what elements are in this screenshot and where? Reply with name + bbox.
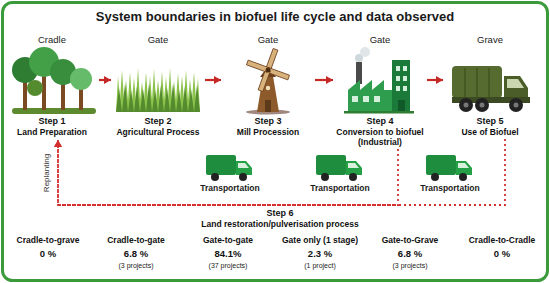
arrow-head: [104, 76, 111, 84]
share-value: 6.8 %: [398, 248, 422, 260]
arrow-head: [214, 76, 221, 84]
step-number: Step 2: [114, 116, 202, 127]
diagram-title: System boundaries in biofuel life cycle …: [0, 9, 550, 25]
icon-space: [114, 46, 202, 114]
step-name: Land Preparation: [8, 127, 96, 137]
edge-label: Replanting: [42, 153, 52, 191]
step-name: Land restoration/pulverisation process: [201, 219, 358, 229]
step-node: GraveStep 5Use of Biofuel: [444, 34, 536, 137]
trees-icon: [12, 47, 96, 114]
step-node: GateStep 2Agricultural Process: [112, 34, 204, 137]
share-value: 0 %: [40, 248, 56, 260]
step-name: Use of Biofuel: [446, 127, 534, 137]
flow-arrow: [205, 76, 221, 84]
arrow-head: [436, 76, 443, 84]
frame: [3, 3, 548, 281]
project-count: (3 projects): [118, 261, 153, 270]
step-node: GateStep 3Mill Procession: [222, 34, 314, 137]
step-number: Step 1: [8, 116, 96, 127]
flow-arrow: [99, 76, 111, 84]
boundary-label: Gate: [336, 34, 424, 46]
return-arrow: [54, 139, 505, 205]
transport-label: Transportation: [420, 183, 480, 193]
arrow-head: [54, 140, 62, 147]
boundary-type: Cradle-to-grave: [17, 235, 80, 246]
project-count: (3 projects): [392, 261, 427, 270]
transport-truck-icon: [426, 155, 472, 181]
boundary-type: Gate-to-Grave: [382, 235, 439, 246]
icon-space: [446, 46, 534, 114]
boundary-type: Cradle-to-gate: [107, 235, 165, 246]
transport-label: Transportation: [200, 183, 260, 193]
project-count: (1 project): [304, 261, 336, 270]
icon-space: [8, 46, 96, 114]
share-value: 6.8 %: [124, 248, 148, 260]
flow-arrow: [427, 76, 443, 84]
icon-space: [224, 46, 312, 114]
arrow-head: [326, 76, 333, 84]
boundary-label: Cradle: [8, 34, 96, 46]
transport-label: Transportation: [310, 183, 370, 193]
step-name: Conversion to biofuel (Industrial): [336, 127, 424, 147]
share-value: 84.1%: [215, 248, 242, 260]
step-node: CradleStep 1Land Preparation: [6, 34, 98, 137]
factory-icon: [344, 47, 414, 114]
transport-truck-icon: [206, 155, 252, 181]
military-truck-icon: [452, 66, 530, 112]
project-count: (37 projects): [209, 261, 248, 270]
icon-space: [336, 46, 424, 114]
boundary-type: Gate only (1 stage): [282, 235, 358, 246]
flow-arrow: [315, 76, 333, 84]
step-number: Step 6: [266, 208, 293, 219]
arrow-head: [54, 140, 62, 147]
mill-icon: [240, 42, 296, 115]
share-value: 2.3 %: [308, 248, 332, 260]
step-number: Step 4: [336, 116, 424, 127]
share-value: 0 %: [494, 248, 510, 260]
boundary-label: Gate: [114, 34, 202, 46]
transport-truck-icon: [316, 155, 362, 181]
boundary-type: Gate-to-gate: [203, 235, 253, 246]
return-arrow: [54, 140, 398, 205]
step-name: Mill Procession: [224, 127, 312, 137]
step-node: GateStep 4Conversion to biofuel (Industr…: [334, 34, 426, 147]
step-name: Agricultural Process: [114, 127, 202, 137]
boundary-label: Grave: [446, 34, 534, 46]
step-number: Step 5: [446, 116, 534, 127]
crop-icon: [116, 68, 200, 112]
dotted-line: [58, 140, 398, 205]
boundary-type: Cradle-to-Cradle: [469, 235, 536, 246]
dotted-line: [58, 139, 505, 205]
step-number: Step 3: [224, 116, 312, 127]
boundary-label: Gate: [224, 34, 312, 46]
